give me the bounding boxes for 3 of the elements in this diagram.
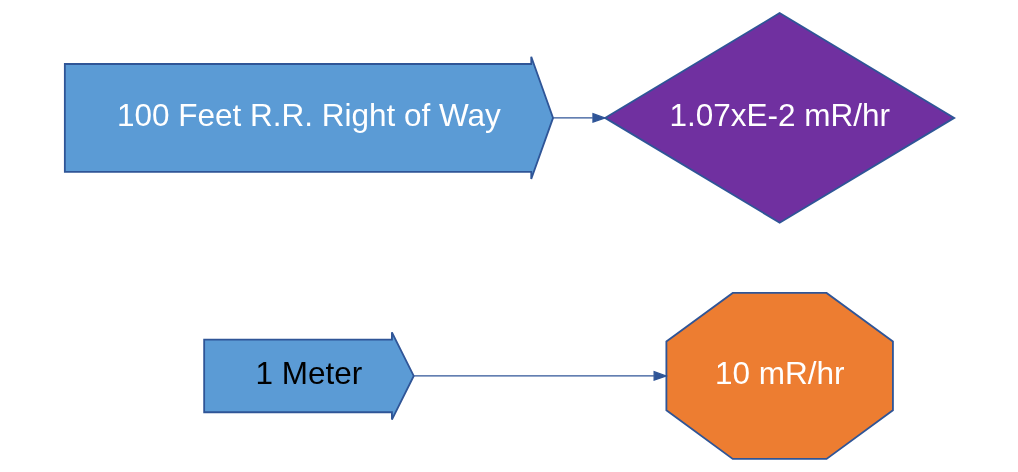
arrow [413,370,668,381]
node-diamond: 1.07xE-2 mR/hr [602,12,956,224]
arrow [552,112,607,123]
